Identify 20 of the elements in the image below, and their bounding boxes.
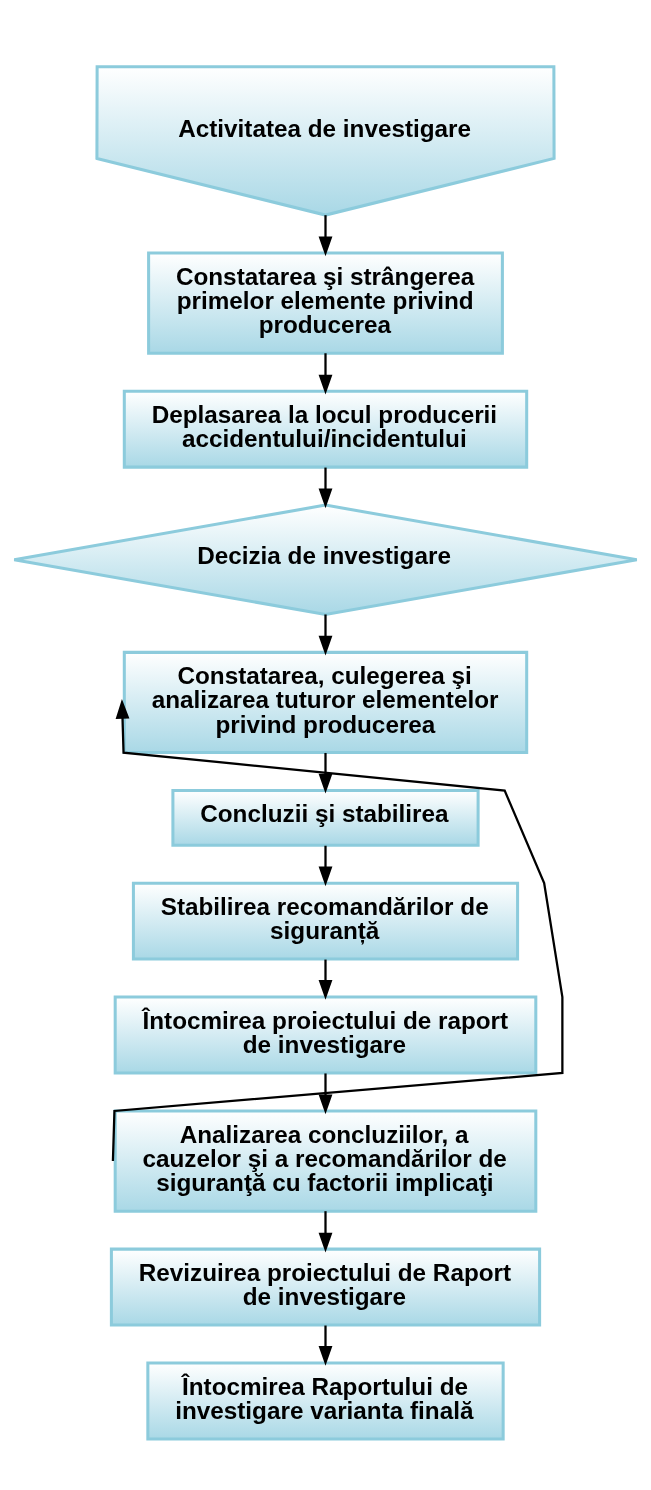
- node-box: Constatarea, culegerea şi analizarea tuturor elementelor privind producerea: [122, 650, 529, 755]
- node-box: Întocmirea proiectului de raport de investigare: [113, 995, 538, 1075]
- arrow: [318, 467, 333, 509]
- arrow: [318, 1325, 333, 1366]
- node-box: Constatarea şi strângerea primelor elemente privind producerea: [147, 251, 504, 355]
- arrow: [318, 752, 333, 794]
- arrow: [318, 614, 333, 656]
- arrow: [318, 845, 333, 887]
- node-box: Analizarea concluziilor, a cauzelor şi a recomandărilor de siguranţă cu factorii implicaţi: [113, 1109, 538, 1213]
- arrow: [318, 1073, 333, 1115]
- node-diamond: Decizia de investigare: [12, 503, 639, 616]
- arrow: [318, 959, 333, 1000]
- node-box: Întocmirea Raportului de investigare varianta finală: [146, 1361, 505, 1441]
- arrow: [318, 353, 333, 395]
- node-box: Stabilirea recomandărilor de siguranță: [131, 881, 520, 961]
- node-box: Deplasarea la locul producerii accidentului/incidentului: [122, 389, 529, 469]
- node-box: Revizuirea proiectului de Raport de investigare: [109, 1247, 542, 1327]
- arrow: [318, 1211, 333, 1253]
- node-box: Concluzii şi stabilirea: [171, 789, 480, 847]
- arrow: [318, 215, 333, 257]
